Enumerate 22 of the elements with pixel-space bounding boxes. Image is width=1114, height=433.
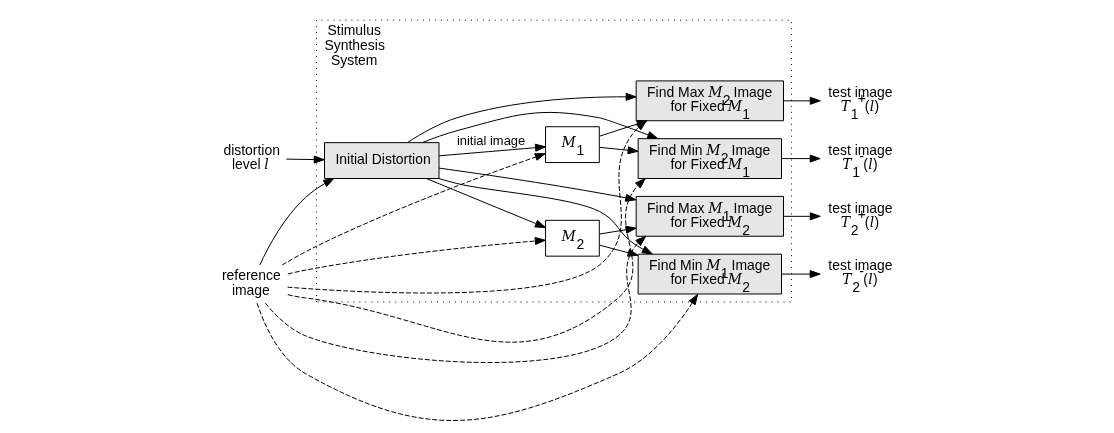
arrow	[426, 178, 546, 228]
arrow	[783, 96, 821, 105]
arrow	[407, 92, 637, 143]
arrow	[599, 225, 637, 235]
arrow	[287, 178, 646, 343]
arrow	[264, 235, 647, 363]
arrow	[781, 154, 821, 163]
node-box: Initial Distortion	[324, 142, 440, 179]
arrow	[438, 167, 637, 202]
arrow	[783, 212, 821, 221]
node-text: reference image	[221, 267, 281, 299]
arrow	[422, 111, 659, 143]
arrow	[285, 155, 325, 164]
arrow	[599, 146, 639, 155]
edge-label: initial image	[456, 133, 526, 149]
arrow	[259, 178, 335, 266]
arrow	[438, 143, 546, 157]
arrow	[287, 237, 546, 275]
arrow	[781, 270, 821, 279]
arrow	[256, 293, 699, 421]
arrow	[281, 153, 546, 266]
node-text: distortion level l	[223, 141, 280, 172]
